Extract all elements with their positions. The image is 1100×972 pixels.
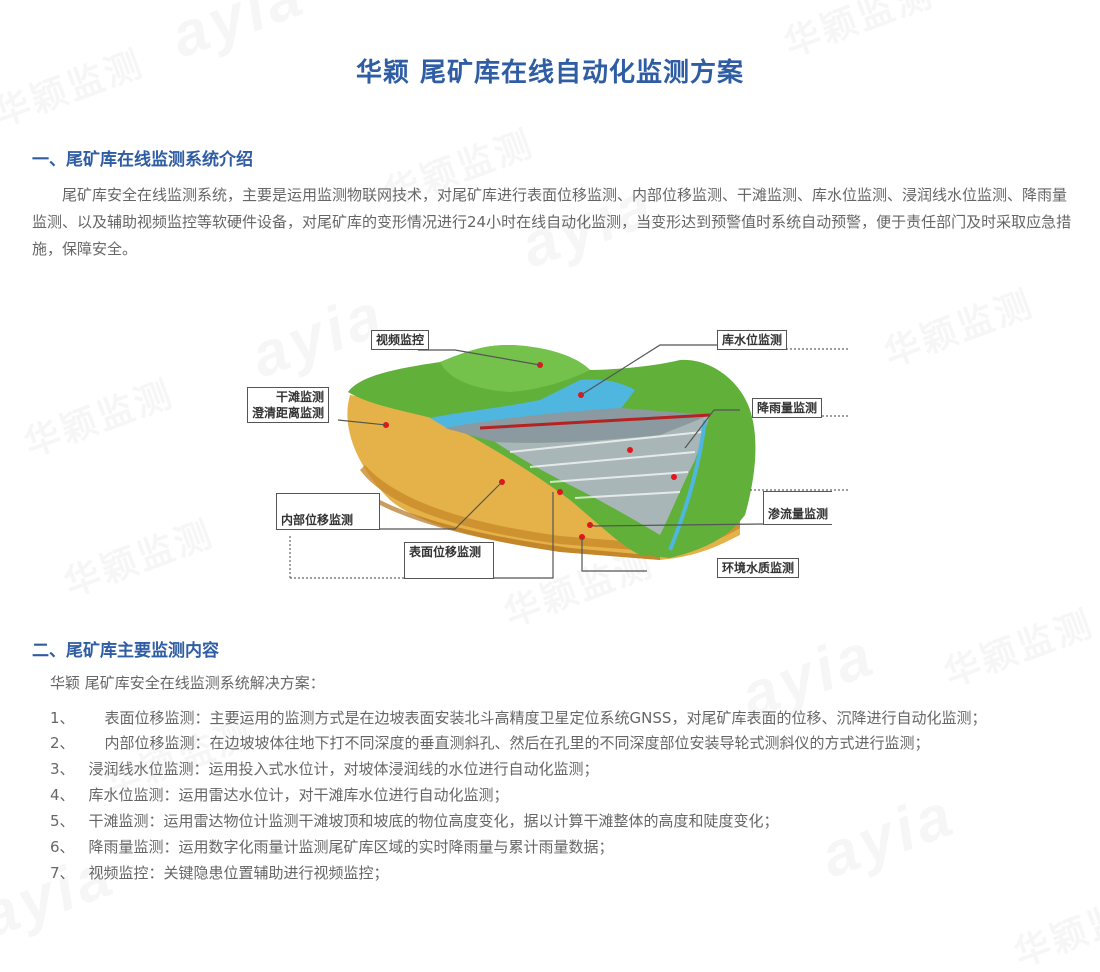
- diagram-label-seepage: 渗流量监测: [763, 491, 833, 525]
- list-item-number: 4、: [50, 786, 75, 804]
- tailings-monitoring-diagram: 视频监控 库水位监测 干滩监测 澄清距离监测 降雨量监测 内部位移监测 渗流量监…: [240, 320, 860, 590]
- list-item-number: 2、: [50, 734, 75, 752]
- tailings-dam-illustration: [278, 344, 850, 579]
- diagram-label-dry-beach-line2: 澄清距离监测: [252, 406, 325, 420]
- list-item-text: 库水位监测：运用雷达水位计，对干滩库水位进行自动化监测；: [88, 786, 509, 804]
- list-item-text: 浸润线水位监测：运用投入式水位计，对坡体浸润线的水位进行自动化监测；: [88, 760, 599, 778]
- diagram-label-water-quality: 环境水质监测: [717, 558, 800, 578]
- list-item: 7、视频监控：关键隐患位置辅助进行视频监控；: [50, 860, 1060, 886]
- diagram-label-internal-displacement: 内部位移监测: [276, 493, 380, 530]
- section-1-paragraph: 尾矿库安全在线监测系统，主要是运用监测物联网技术，对尾矿库进行表面位移监测、内部…: [32, 186, 1072, 258]
- list-item-number: 6、: [50, 838, 75, 856]
- list-item: 4、库水位监测：运用雷达水位计，对干滩库水位进行自动化监测；: [50, 782, 1060, 808]
- list-item-text: 表面位移监测：主要运用的监测方式是在边坡表面安装北斗高精度卫星定位系统GNSS，…: [104, 709, 987, 727]
- list-item-number: 5、: [50, 812, 75, 830]
- diagram-label-reservoir-water-level: 库水位监测: [717, 330, 788, 350]
- list-item-text: 视频监控：关键隐患位置辅助进行视频监控；: [88, 864, 389, 882]
- monitoring-items-list: 1、 表面位移监测：主要运用的监测方式是在边坡表面安装北斗高精度卫星定位系统GNS…: [50, 706, 1060, 886]
- solution-intro: 华颖 尾矿库安全在线监测系统解决方案：: [50, 674, 325, 692]
- diagram-label-surface-displacement: 表面位移监测: [404, 542, 494, 579]
- diagram-label-dry-beach-line1: 干滩监测: [276, 390, 325, 404]
- list-item-text: 干滩监测：运用雷达物位计监测干滩坡顶和坡底的物位高度变化，据以计算干滩整体的高度…: [88, 812, 779, 830]
- list-item: 1、 表面位移监测：主要运用的监测方式是在边坡表面安装北斗高精度卫星定位系统GNS…: [50, 706, 1060, 731]
- list-item-number: 3、: [50, 760, 75, 778]
- diagram-label-dry-beach: 干滩监测 澄清距离监测: [247, 387, 330, 423]
- list-item: 2、 内部位移监测：在边坡坡体往地下打不同深度的垂直测斜孔、然后在孔里的不同深度部…: [50, 731, 1060, 756]
- section-1-heading: 一、尾矿库在线监测系统介绍: [32, 150, 253, 170]
- list-item: 6、降雨量监测：运用数字化雨量计监测尾矿库区域的实时降雨量与累计雨量数据；: [50, 834, 1060, 860]
- list-item: 3、浸润线水位监测：运用投入式水位计，对坡体浸润线的水位进行自动化监测；: [50, 756, 1060, 782]
- list-item-number: 7、: [50, 864, 75, 882]
- page-title: 华颖 尾矿库在线自动化监测方案: [355, 58, 745, 88]
- list-item-number: 1、: [50, 709, 75, 727]
- list-item: 5、干滩监测：运用雷达物位计监测干滩坡顶和坡底的物位高度变化，据以计算干滩整体的…: [50, 808, 1060, 834]
- diagram-label-rainfall: 降雨量监测: [752, 398, 823, 418]
- list-item-text: 内部位移监测：在边坡坡体往地下打不同深度的垂直测斜孔、然后在孔里的不同深度部位安…: [104, 734, 930, 752]
- diagram-label-video: 视频监控: [371, 330, 430, 350]
- section-2-heading: 二、尾矿库主要监测内容: [32, 641, 219, 661]
- list-item-text: 降雨量监测：运用数字化雨量计监测尾矿库区域的实时降雨量与累计雨量数据；: [88, 838, 614, 856]
